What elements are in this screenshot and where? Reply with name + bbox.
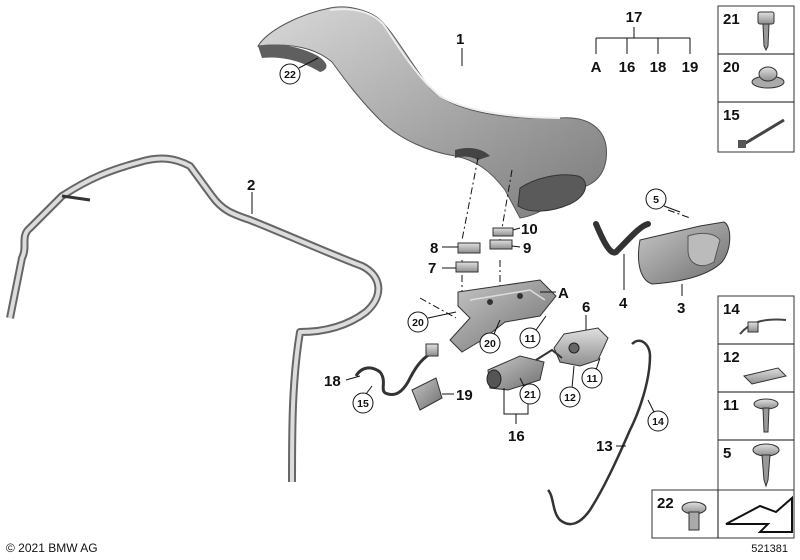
trunk-lid-part (257, 6, 607, 219)
kit-item: 16 (619, 59, 636, 76)
callout-label: 6 (582, 299, 590, 316)
callout-label: 22 (284, 69, 296, 81)
callout-label: 15 (357, 398, 369, 410)
copyright-text: © 2021 BMW AG (6, 541, 98, 555)
panel-label: 15 (723, 107, 740, 124)
callout-A: A (540, 285, 569, 302)
panel-label: 11 (723, 397, 739, 414)
callout-label: 21 (524, 389, 536, 401)
callout-12-lower: 12 (559, 365, 581, 408)
cable-part-13: 13 (546, 339, 652, 526)
cable-tie-15-icon (738, 118, 785, 148)
cable-holder-14-icon (739, 318, 787, 335)
strip-part-4: 4 (593, 221, 651, 312)
callout-label: 20 (412, 317, 424, 329)
kit-item: 19 (682, 59, 699, 76)
callout-label: 11 (586, 373, 597, 385)
callout-2: 2 (247, 177, 255, 214)
kit-item: A (591, 59, 602, 76)
callout-label: 13 (596, 438, 613, 455)
callout-label: 11 (524, 333, 535, 345)
kit-title: 17 (626, 9, 643, 26)
callout-label: 19 (456, 387, 473, 404)
callout-label: 18 (324, 373, 341, 390)
callout-label: 10 (521, 221, 538, 238)
fastener-panel-bottom: 14 12 11 5 (717, 295, 795, 491)
panel-label: 22 (657, 495, 674, 512)
panel-label: 21 (723, 11, 740, 28)
callout-label: 9 (523, 240, 531, 257)
panel-label: 12 (723, 349, 740, 366)
arrow-icon (725, 495, 793, 533)
kit-item: 18 (650, 59, 667, 76)
bolt-11-icon (753, 398, 779, 433)
kit-17-tree: 17 A 16 18 19 (591, 9, 699, 76)
rivet-22-icon (681, 501, 707, 531)
panel-label: 5 (723, 445, 731, 462)
callout-label: 2 (247, 177, 255, 194)
callout-label: 16 (508, 428, 525, 445)
callout-label: 3 (677, 300, 685, 317)
fastener-panel-22: 22 (651, 489, 795, 539)
callout-label: 4 (619, 295, 628, 312)
callout-label: 12 (564, 392, 576, 404)
clip-part-10: 10 (492, 221, 538, 238)
callout-label: 20 (484, 338, 496, 350)
clip-part-9: 9 (489, 239, 531, 257)
cover-part-3: 3 (638, 221, 731, 317)
fastener-panel-top: 21 20 15 (717, 5, 795, 153)
panel-label: 20 (723, 59, 740, 76)
screw-21-icon (757, 11, 775, 52)
callout-16: 16 (503, 388, 529, 445)
clip-part-8: 8 (430, 240, 481, 257)
callout-20-center: 20 (479, 319, 501, 354)
callout-11-upper: 11 (519, 315, 547, 349)
callout-label: 7 (428, 260, 436, 277)
drive-motor-part-16 (486, 348, 563, 391)
callout-22-lid: 22 (279, 57, 319, 85)
callout-label: A (558, 285, 569, 302)
document-number: 521381 (751, 543, 788, 555)
connector-part-19: 19 (411, 377, 473, 411)
screw-5-icon (752, 443, 780, 488)
callout-label: 14 (652, 416, 664, 428)
latch-part-6: 6 (553, 299, 609, 367)
callout-label: 8 (430, 240, 438, 257)
seal-part (6, 154, 383, 483)
callout-label: 5 (653, 194, 659, 206)
nut-20-icon (751, 66, 785, 89)
callout-label: 1 (456, 31, 464, 48)
panel-label: 14 (723, 301, 740, 318)
cable-part-18: 18 (324, 343, 439, 396)
callout-1: 1 (456, 31, 464, 66)
callout-21-motor: 21 (519, 377, 541, 405)
callout-15-cable: 15 (352, 385, 374, 414)
assembly-lines (419, 157, 691, 319)
callout-11-lower: 11 (581, 357, 603, 389)
callout-20-left: 20 (407, 311, 457, 333)
callout-14-cable: 14 (647, 399, 669, 432)
callout-5-upper: 5 (645, 188, 681, 213)
clip-12-icon (743, 367, 787, 385)
clip-part-7: 7 (428, 260, 479, 277)
hinge-bracket-part (449, 279, 557, 353)
